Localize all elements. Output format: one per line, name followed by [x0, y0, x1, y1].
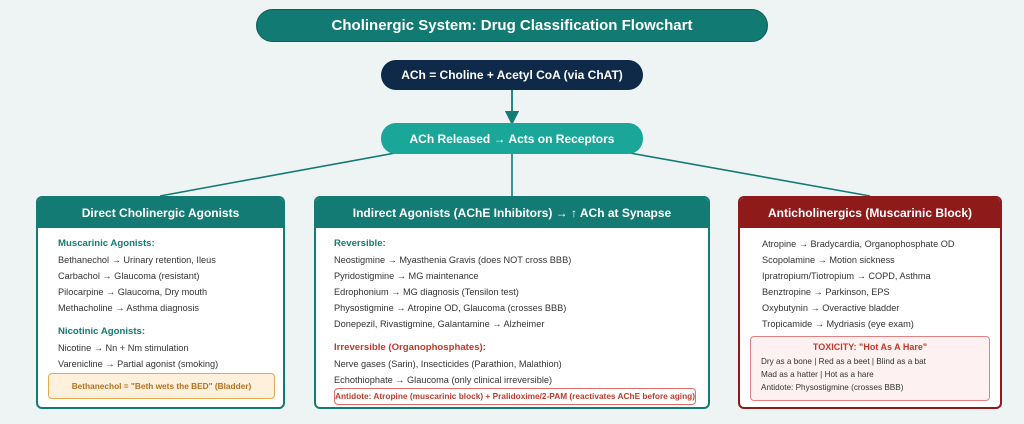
muscarinic-agonists-heading: Muscarinic Agonists: [58, 238, 155, 249]
list-item: Carbachol → Glaucoma (resistant) [58, 271, 200, 281]
irreversible-heading: Irreversible (Organophosphates): [334, 342, 486, 353]
list-item: Pilocarpine → Glaucoma, Dry mouth [58, 287, 208, 297]
list-item: Bethanechol → Urinary retention, Ileus [58, 255, 216, 265]
list-item: Ipratropium/Tiotropium → COPD, Asthma [762, 271, 931, 281]
direct-agonists-box: Direct Cholinergic Agonists Muscarinic A… [36, 196, 285, 409]
toxicity-title: TOXICITY: "Hot As A Hare" [812, 342, 928, 352]
list-item: Physostigmine → Atropine OD, Glaucoma (c… [334, 303, 567, 313]
list-item: Benztropine → Parkinson, EPS [762, 287, 890, 297]
direct-agonists-header: Direct Cholinergic Agonists [38, 198, 283, 228]
list-item: Atropine → Bradycardia, Organophosphate … [762, 239, 955, 249]
list-item: Echothiophate → Glaucoma (only clinical … [334, 375, 553, 385]
anticholinergics-header: Anticholinergics (Muscarinic Block) [740, 198, 1000, 228]
list-item: Varenicline → Partial agonist (smoking) [58, 359, 219, 369]
list-item: Edrophonium → MG diagnosis (Tensilon tes… [334, 287, 519, 297]
ach-release-node: ACh Released → Acts on Receptors [381, 123, 643, 154]
list-item: Donepezil, Rivastigmine, Galantamine → A… [334, 319, 545, 329]
release-to-anti-line [629, 152, 871, 197]
toxicity-line: Mad as a hatter | Hot as a hare [761, 370, 874, 379]
page-title: Cholinergic System: Drug Classification … [256, 9, 768, 42]
indirect-agonists-box: Indirect Agonists (AChE Inhibitors) → ↑ … [314, 196, 710, 409]
bethanechol-mnemonic: Bethanechol = "Beth wets the BED" (Bladd… [48, 373, 275, 399]
list-item: Neostigmine → Myasthenia Gravis (does NO… [334, 255, 572, 265]
list-item: Nicotine → Nn + Nm stimulation [58, 343, 189, 353]
toxicity-box: TOXICITY: "Hot As A Hare" Dry as a bone … [750, 336, 990, 401]
toxicity-line: Antidote: Physostigmine (crosses BBB) [761, 383, 904, 392]
list-item: Pyridostigmine → MG maintenance [334, 271, 479, 281]
toxicity-line: Dry as a bone | Red as a beet | Blind as… [761, 357, 926, 366]
nicotinic-agonists-heading: Nicotinic Agonists: [58, 326, 146, 337]
release-to-direct-line [159, 152, 396, 197]
list-item: Methacholine → Asthma diagnosis [58, 303, 199, 313]
list-item: Scopolamine → Motion sickness [762, 255, 895, 265]
list-item: Oxybutynin → Overactive bladder [762, 303, 900, 313]
reversible-heading: Reversible: [334, 238, 386, 249]
indirect-agonists-header: Indirect Agonists (AChE Inhibitors) → ↑ … [316, 198, 708, 228]
organophosphate-antidote-note: Antidote: Atropine (muscarinic block) + … [334, 388, 696, 405]
list-item: Nerve gases (Sarin), Insecticides (Parat… [334, 359, 562, 369]
anticholinergics-box: Anticholinergics (Muscarinic Block) Atro… [738, 196, 1002, 409]
list-item: Tropicamide → Mydriasis (eye exam) [762, 319, 914, 329]
ach-synthesis-node: ACh = Choline + Acetyl CoA (via ChAT) [381, 60, 643, 90]
